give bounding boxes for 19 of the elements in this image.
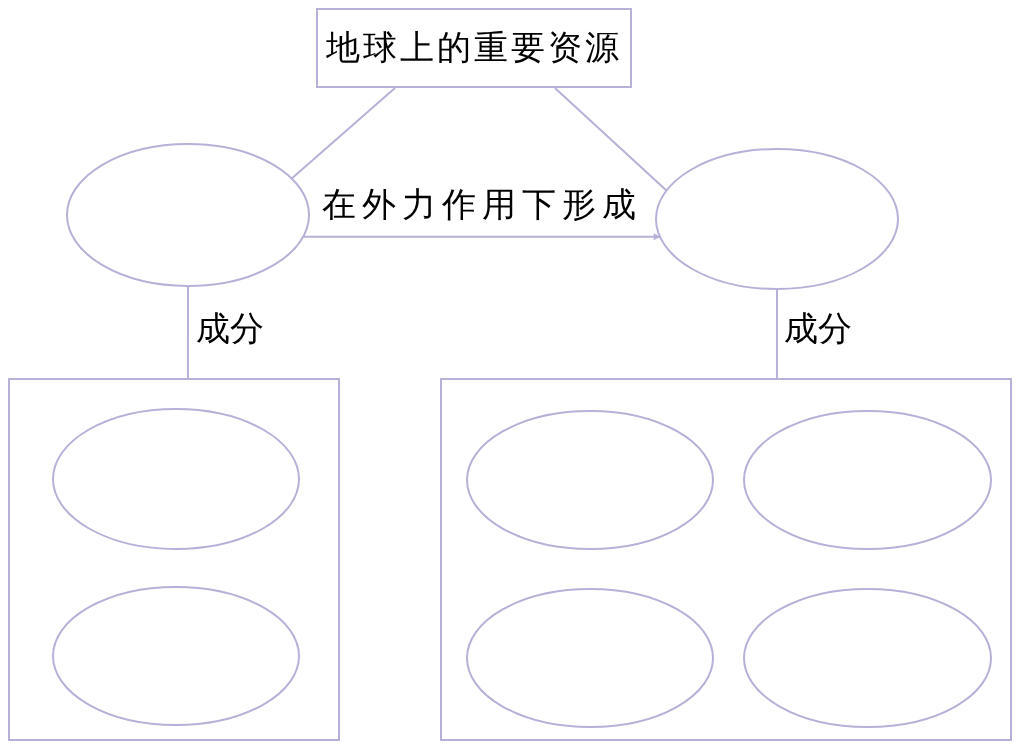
blank-ellipse: [66, 143, 310, 287]
group-box: [440, 378, 1012, 741]
arrow: [302, 233, 661, 241]
blank-ellipse: [52, 586, 300, 726]
resource-box: [316, 8, 632, 88]
connector-line: [290, 87, 396, 180]
blank-ellipse: [466, 588, 714, 728]
blank-ellipse: [52, 408, 300, 550]
blank-ellipse: [655, 148, 899, 290]
blank-ellipse: [743, 588, 992, 728]
connector-line: [553, 87, 668, 192]
edge-label: 成分: [784, 312, 852, 346]
blank-ellipse: [466, 410, 714, 550]
blank-ellipse: [743, 410, 992, 550]
connector-line: [775, 288, 778, 379]
connector-line: [186, 285, 189, 379]
edge-label: 成分: [196, 312, 264, 346]
group-box: [8, 378, 340, 741]
node-text: 地球上的重要资源: [326, 31, 622, 65]
